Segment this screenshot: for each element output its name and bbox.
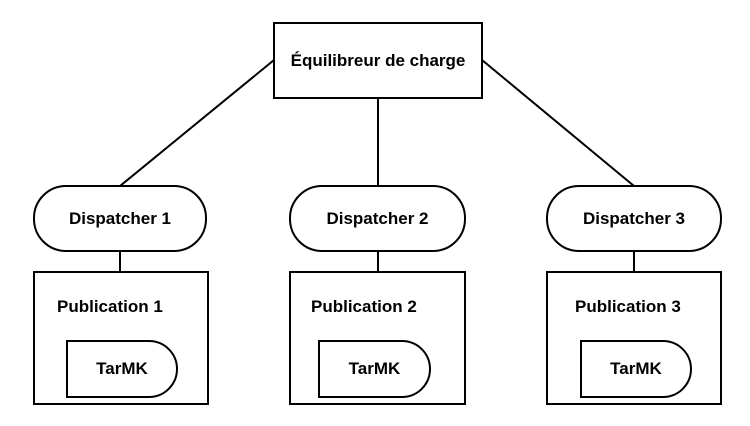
dispatcher-label: Dispatcher 1: [68, 208, 172, 228]
tarmk-label: TarMK: [96, 359, 148, 378]
load-balancer-node: Équilibreur de charge: [273, 22, 483, 99]
publication-label: Publication 1: [57, 297, 163, 316]
connector-lb-dispatcher-3: [481, 59, 635, 187]
tarmk-repository-node: TarMK: [66, 340, 178, 398]
publication-label: Publication 2: [311, 297, 417, 316]
dispatcher-node-1: Dispatcher 1: [33, 185, 207, 252]
tarmk-repository-node: TarMK: [580, 340, 692, 398]
publication-node-1: Publication 1 TarMK: [33, 271, 209, 405]
tarmk-repository-node: TarMK: [318, 340, 431, 398]
dispatcher-node-2: Dispatcher 2: [289, 185, 466, 252]
dispatcher-label: Dispatcher 3: [582, 208, 686, 228]
connector-lb-dispatcher-1: [119, 59, 275, 187]
load-balancer-label: Équilibreur de charge: [290, 50, 466, 70]
publication-label: Publication 3: [575, 297, 681, 316]
dispatcher-node-3: Dispatcher 3: [546, 185, 722, 252]
tarmk-label: TarMK: [610, 359, 662, 378]
publication-node-2: Publication 2 TarMK: [289, 271, 466, 405]
tarmk-label: TarMK: [348, 359, 401, 378]
dispatcher-label: Dispatcher 2: [326, 208, 429, 228]
publication-node-3: Publication 3 TarMK: [546, 271, 722, 405]
